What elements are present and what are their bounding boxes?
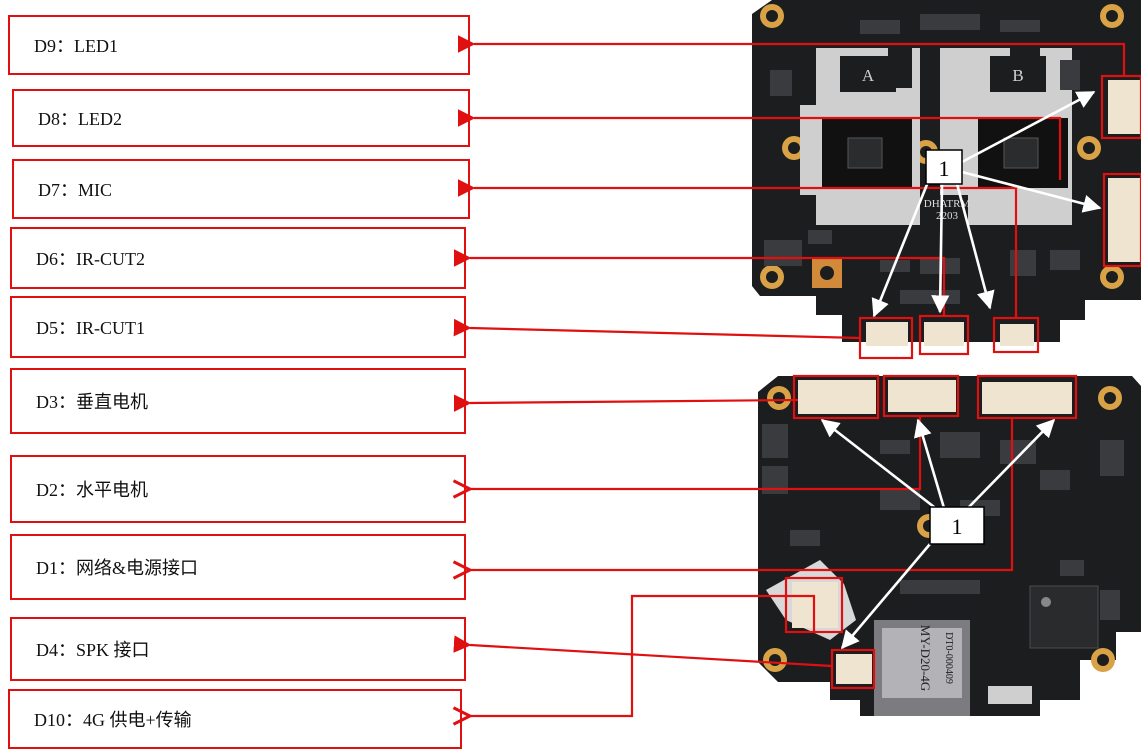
callout-top: 1 xyxy=(925,149,963,185)
leader-d3 xyxy=(453,394,799,412)
leader-d9 xyxy=(457,35,1126,76)
label-d1-text: D1：网络&电源接口 xyxy=(36,558,198,578)
label-d3: D3：垂直电机 xyxy=(10,368,466,434)
connector-highlights xyxy=(784,74,1141,690)
leader-d1 xyxy=(470,418,1014,570)
highlight-led1 xyxy=(1100,74,1141,140)
chip-code: 2203 xyxy=(936,210,959,222)
highlight-d10 xyxy=(830,648,876,690)
callout-top-text: 1 xyxy=(939,156,950,181)
label-d10: D10：4G 供电+传输 xyxy=(8,689,462,749)
label-d5: D5：IR-CUT1 xyxy=(10,296,466,358)
label-d10-text: D10：4G 供电+传输 xyxy=(34,710,192,730)
highlight-d3 xyxy=(792,374,880,420)
label-d1: D1：网络&电源接口 xyxy=(10,534,466,600)
label-d6: D6：IR-CUT2 xyxy=(10,227,466,289)
leader-d8 xyxy=(457,109,1062,180)
leader-lines xyxy=(453,35,1126,716)
leader-d2 xyxy=(470,416,922,489)
label-d8: D8：LED2 xyxy=(12,89,470,147)
pad-b-text: B xyxy=(1012,66,1023,85)
sd-label: MY-D20-4G xyxy=(918,625,933,691)
sd-code: DT0-000409 xyxy=(943,632,954,684)
highlight-led2 xyxy=(1102,172,1141,268)
label-d7-text: D7：MIC xyxy=(38,180,113,200)
label-d9-text: D9：LED1 xyxy=(34,36,118,56)
label-d5-text: D5：IR-CUT1 xyxy=(36,318,145,338)
label-d4-text: D4：SPK 接口 xyxy=(36,640,150,660)
callout-bottom: 1 xyxy=(929,506,985,545)
label-d2-text: D2：水平电机 xyxy=(36,480,148,500)
leader-d5 xyxy=(453,318,861,340)
chip-text: DHATRM xyxy=(924,198,971,210)
callout-arrows xyxy=(820,90,1102,650)
leader-d10 xyxy=(470,594,816,716)
pad-a-text: A xyxy=(862,66,875,85)
label-d7: D7：MIC xyxy=(12,159,470,219)
label-d4: D4：SPK 接口 xyxy=(10,617,466,681)
callout-bottom-text: 1 xyxy=(952,514,963,539)
label-d6-text: D6：IR-CUT2 xyxy=(36,249,145,269)
leader-d4 xyxy=(453,635,833,668)
label-d3-text: D3：垂直电机 xyxy=(36,392,148,412)
label-d9: D9：LED1 xyxy=(8,15,470,75)
label-d2: D2：水平电机 xyxy=(10,455,466,523)
leader-d7 xyxy=(457,179,1018,318)
highlight-d1 xyxy=(976,374,1078,420)
label-d8-text: D8：LED2 xyxy=(38,109,122,129)
